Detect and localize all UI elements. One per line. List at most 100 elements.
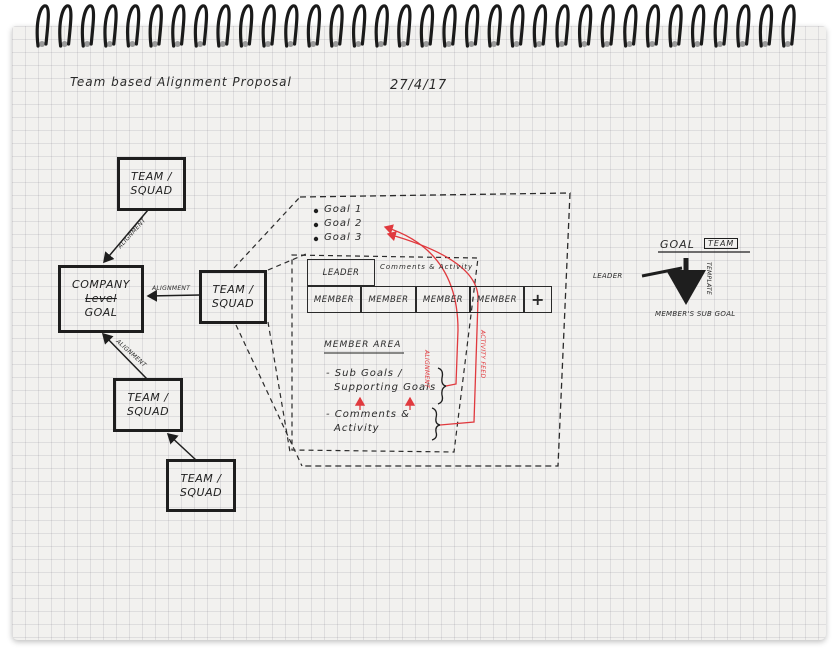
- spiral-coil: [668, 4, 683, 48]
- company-goal-label: GOAL: [84, 305, 118, 319]
- spiral-hole: [536, 41, 543, 47]
- red-activity-feed-label: ACTIVITY FEED: [479, 330, 486, 379]
- add-icon: +: [531, 290, 545, 309]
- spiral-coil: [758, 4, 774, 48]
- spiral-hole: [355, 41, 362, 47]
- brace-comments: [431, 407, 441, 441]
- member-cell-3: MEMBER: [416, 286, 470, 313]
- spiral-hole: [671, 41, 678, 47]
- spiral-coil: [578, 4, 593, 48]
- spiral-hole: [491, 41, 497, 47]
- member-sub-goal-label: MEMBER'S SUB GOAL: [655, 310, 736, 318]
- brace-sub-goals: [437, 367, 449, 405]
- spiral-hole: [265, 41, 271, 47]
- zoom-inner-top: [267, 253, 307, 271]
- spiral-hole: [287, 41, 294, 47]
- spiral-hole: [762, 41, 769, 47]
- spiral-coil: [216, 4, 231, 48]
- spiral-coil: [510, 4, 525, 48]
- spiral-coil: [374, 4, 389, 48]
- member-cell-1-label: MEMBER: [313, 294, 355, 305]
- spiral-coil: [419, 4, 435, 48]
- spiral-coil: [148, 4, 163, 48]
- spiral-hole: [626, 41, 633, 47]
- page-title: Team based Alignment Proposal: [70, 75, 292, 89]
- spiral-hole: [84, 41, 91, 47]
- sub-goals-line-2: Supporting Goals: [334, 382, 437, 393]
- sub-goals-line-1: - Sub Goals /: [326, 368, 403, 379]
- spiral-coil: [645, 4, 661, 48]
- company-label: COMPANY: [72, 278, 130, 292]
- team-box-low: TEAM / SQUAD: [113, 378, 183, 432]
- spiral-coil: [261, 4, 276, 48]
- spiral-coil: [397, 4, 412, 48]
- detail-inner-frame: [291, 254, 479, 453]
- spiral-hole: [106, 41, 113, 47]
- team-box-bottom-label: TEAM / SQUAD: [179, 471, 223, 499]
- comments-activity-label: Comments & Activity: [380, 263, 474, 271]
- spiral-hole: [61, 41, 68, 47]
- goal-bullet-3: [313, 236, 319, 242]
- goal-3: Goal 3: [324, 232, 363, 243]
- spiral-hole: [129, 41, 136, 47]
- spiral-coil: [691, 4, 706, 48]
- arrow-team-bottom-to-team-low: [166, 432, 197, 461]
- red-arrow-alignment: [383, 224, 459, 387]
- spiral-coil: [35, 4, 50, 48]
- spiral-hole: [197, 41, 204, 47]
- leader-label: LEADER: [593, 272, 623, 280]
- spiral-coil: [781, 4, 796, 48]
- arrow-team-mid-to-company: [146, 289, 201, 302]
- leader-cell: LEADER: [307, 259, 375, 286]
- member-cell-3-label: MEMBER: [422, 294, 464, 305]
- goal-bullet-1: [313, 208, 319, 214]
- spiral-coil: [600, 4, 615, 48]
- spiral-hole: [423, 41, 430, 47]
- member-cell-4-label: MEMBER: [476, 294, 518, 305]
- comments-line-2: Activity: [334, 423, 380, 434]
- spiral-hole: [717, 41, 723, 47]
- leader-cell-label: LEADER: [322, 267, 360, 278]
- spiral-hole: [39, 41, 45, 47]
- spiral-hole: [310, 41, 317, 47]
- comments-line-1: - Comments &: [326, 409, 410, 420]
- goal-1: Goal 1: [324, 204, 363, 215]
- spiral-binding: [35, 4, 796, 48]
- member-cell-4: MEMBER: [470, 286, 524, 313]
- member-cell-1: MEMBER: [307, 286, 361, 313]
- zoom-inner-bottom: [267, 321, 291, 453]
- spiral-coil: [103, 4, 118, 48]
- spiral-hole: [558, 41, 565, 47]
- alignment-label-mid: ALIGNMENT: [152, 285, 191, 292]
- team-box-mid: TEAM / SQUAD: [199, 270, 267, 324]
- spiral-coil: [306, 4, 322, 48]
- spiral-hole: [581, 41, 588, 47]
- spiral-coil: [487, 4, 502, 48]
- spiral-hole: [332, 41, 339, 47]
- spiral-coil: [329, 4, 344, 48]
- zoom-line-top: [233, 196, 301, 269]
- arrow-team-top-to-company: [103, 209, 149, 264]
- spiral-coil: [532, 4, 548, 48]
- company-goal-box: COMPANY Level GOAL: [58, 265, 144, 333]
- zoom-line-bottom: [235, 324, 303, 467]
- red-arrow-activity: [386, 231, 479, 426]
- goal-bullet-2: [313, 222, 319, 228]
- spiral-coil: [171, 4, 186, 48]
- spiral-coil: [736, 4, 751, 48]
- team-tag-label: TEAM: [708, 239, 735, 248]
- spiral-hole: [400, 41, 407, 47]
- notebook-page: [12, 26, 826, 640]
- goal-label: GOAL: [660, 238, 695, 251]
- team-tag: TEAM: [704, 238, 739, 249]
- spiral-hole: [242, 41, 249, 47]
- team-box-bottom: TEAM / SQUAD: [166, 459, 236, 512]
- spiral-hole: [784, 41, 791, 47]
- spiral-coil: [126, 4, 141, 48]
- spiral-hole: [174, 41, 181, 47]
- spiral-coil: [555, 4, 570, 48]
- spiral-coil: [284, 4, 299, 48]
- member-area-title: MEMBER AREA: [324, 340, 402, 350]
- spiral-coil: [352, 4, 367, 48]
- spiral-hole: [513, 41, 520, 47]
